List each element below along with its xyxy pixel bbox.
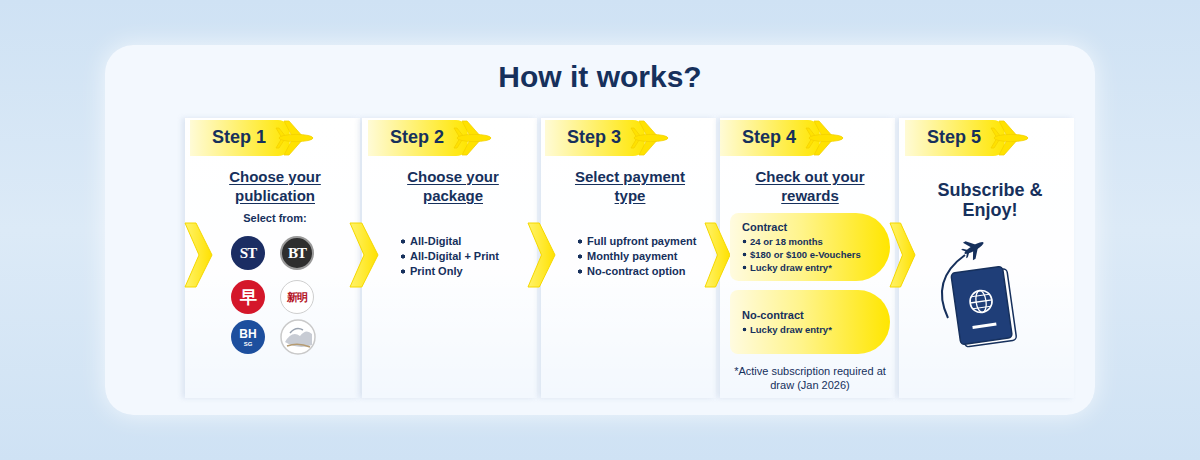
reward-option-box: Contract 24 or 18 months$180 or $100 e-Vo…: [730, 213, 890, 281]
lead-chevron: [185, 223, 212, 287]
step-tab: Step 3: [545, 118, 670, 158]
option-item: 24 or 18 months: [742, 235, 880, 248]
option-item: Print Only: [400, 264, 528, 279]
airplane-symbol: [631, 121, 668, 155]
passport-icon: [942, 234, 1017, 348]
option-item: Monthly payment: [577, 249, 705, 264]
step-tab: Step 4: [720, 118, 845, 158]
step-card: [899, 118, 1074, 398]
publication-logo: BT: [280, 236, 314, 270]
option-item: Lucky draw entry*: [742, 261, 880, 274]
step-card: [185, 118, 360, 398]
step-heading: Choose your package: [397, 168, 509, 206]
step-tab: Step 2: [368, 118, 493, 158]
step-label: Step 3: [567, 127, 621, 148]
step-tab-band: [720, 120, 820, 156]
step-heading: Select payment type: [574, 168, 686, 206]
step-column: Step 2 Choose your packageAll-DigitalAll-…: [378, 118, 528, 395]
publication-logo-image: [281, 320, 315, 354]
option-heading: Contract: [742, 221, 880, 233]
step-column: Step 5 Subscribe & Enjoy!: [915, 118, 1065, 395]
airplane-symbol: [991, 121, 1028, 155]
option-item: $180 or $100 e-Vouchers: [742, 248, 880, 261]
step-chevron: [890, 223, 915, 287]
logo-text: ST: [240, 246, 256, 261]
step-column: Step 1 Choose your publicationSelect from…: [200, 118, 350, 395]
publication-logo: BHSG: [231, 320, 265, 354]
airplane-symbol: [276, 121, 313, 155]
reward-option-box: No-contractLucky draw entry*: [730, 290, 890, 354]
airplane-symbol: [454, 121, 491, 155]
step-chevron: [705, 223, 730, 287]
step-column: Step 3 Select payment typeFull upfront pa…: [555, 118, 705, 395]
step-label: Step 1: [212, 127, 266, 148]
note-text: Select from:: [200, 212, 350, 224]
logo-text: 新明: [287, 292, 307, 303]
step-tab-band: [368, 120, 468, 156]
step-chevron: [528, 223, 555, 287]
step-label: Step 2: [390, 127, 444, 148]
step-column: Step 4Check out your rewards*Active subs…: [730, 118, 890, 396]
option-item: All-Digital + Print: [400, 249, 528, 264]
step-label: Step 4: [742, 127, 796, 148]
diagram-title: How it works?: [0, 60, 1200, 94]
publication-logo: ST: [231, 236, 265, 270]
footnote-text: *Active subscription required at draw (J…: [726, 364, 894, 392]
option-item: Full upfront payment: [577, 234, 705, 249]
step-tab: Step 1: [190, 118, 315, 158]
step-tab-band: [545, 120, 645, 156]
option-heading: No-contract: [742, 309, 880, 321]
option-item: No-contract option: [577, 264, 705, 279]
publication-logo: 新明: [280, 280, 314, 314]
logo-text: BH: [239, 328, 256, 340]
step-heading: Choose your publication: [219, 168, 331, 206]
step-heading: Subscribe & Enjoy!: [920, 180, 1060, 220]
step-label: Step 5: [927, 127, 981, 148]
step-tab: Step 5: [905, 118, 1030, 158]
logo-text: SG: [244, 341, 253, 347]
option-item: Lucky draw entry*: [742, 323, 880, 336]
logo-text: BT: [288, 246, 306, 261]
publication-logo: 早: [231, 280, 265, 314]
step-tab-band: [905, 120, 1005, 156]
step-chevron: [350, 223, 378, 287]
airplane-symbol: [806, 121, 843, 155]
logo-text: 早: [240, 289, 257, 306]
step-heading: Check out your rewards: [754, 168, 866, 206]
step-tab-band: [190, 120, 290, 156]
option-item: All-Digital: [400, 234, 528, 249]
